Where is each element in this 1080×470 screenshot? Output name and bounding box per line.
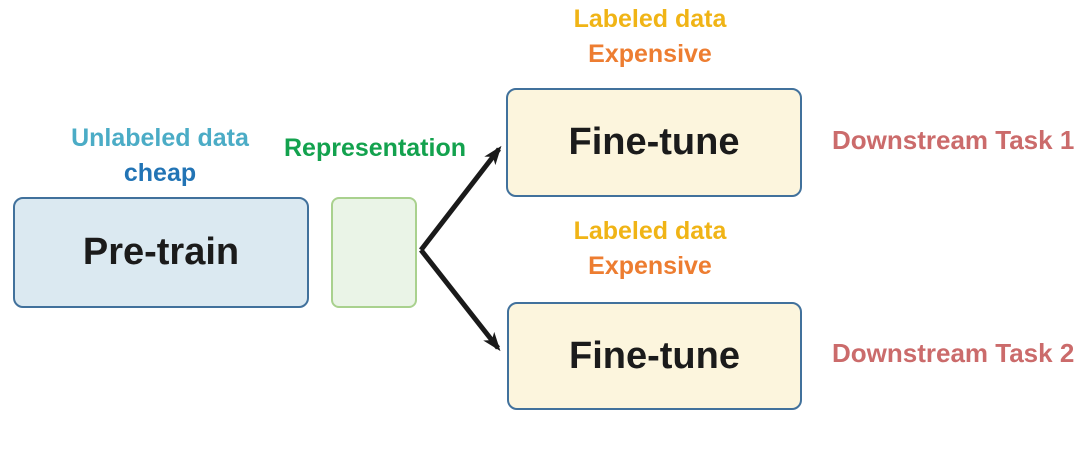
- unlabeled-data-label: Unlabeled data cheap: [20, 121, 300, 191]
- labeled-data-top-line1: Labeled data: [573, 5, 727, 33]
- labeled-data-label-mid: Labeled data Expensive: [520, 214, 780, 284]
- labeled-data-mid-line2: Expensive: [588, 252, 712, 280]
- labeled-data-label-top: Labeled data Expensive: [520, 2, 780, 72]
- unlabeled-data-line2: cheap: [123, 159, 197, 187]
- labeled-data-top-line2: Expensive: [588, 40, 712, 68]
- finetune-box-1: Fine-tune: [506, 88, 802, 197]
- finetune-box-2: Fine-tune: [507, 302, 802, 410]
- labeled-data-mid-line1: Labeled data: [573, 217, 727, 245]
- unlabeled-data-line1: Unlabeled data: [71, 124, 249, 152]
- pretrain-box: Pre-train: [13, 197, 309, 308]
- downstream-task-2-label: Downstream Task 2: [832, 338, 1075, 368]
- downstream-task-1-label: Downstream Task 1: [832, 125, 1075, 155]
- representation-label: Representation: [284, 134, 466, 162]
- representation-box: [331, 197, 417, 308]
- arrow-to-finetune-2: [419, 248, 501, 352]
